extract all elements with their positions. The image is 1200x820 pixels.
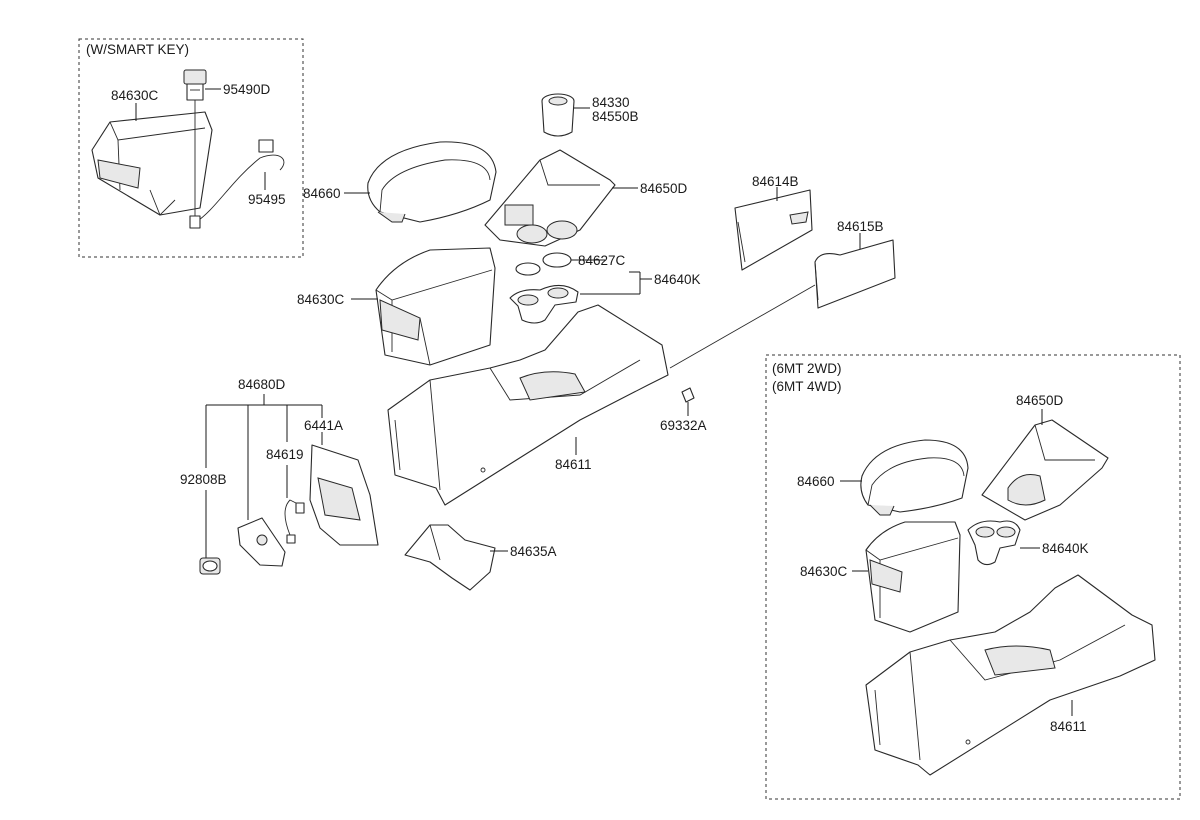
six-mt-cup-holder-part xyxy=(967,520,1021,566)
label-84330: 84330 xyxy=(592,95,630,110)
clip-69332A-part xyxy=(681,387,695,403)
label-84640K: 84640K xyxy=(654,272,701,287)
floor-console-part xyxy=(387,304,669,506)
harness-84619-part xyxy=(284,499,305,544)
cup-ring-part xyxy=(515,252,572,276)
bracket-84635A-part xyxy=(404,524,496,591)
label-mt-84660: 84660 xyxy=(797,474,835,489)
label-92808B: 92808B xyxy=(180,472,227,487)
front-trim-part xyxy=(309,444,379,546)
label-84635A: 84635A xyxy=(510,544,557,559)
label-84630C: 84630C xyxy=(297,292,345,307)
side-panel-84615B-part xyxy=(814,239,896,309)
power-socket-part xyxy=(199,557,221,575)
label-84550B: 84550B xyxy=(592,109,639,124)
six-mt-group-border xyxy=(765,354,1181,800)
smart-key-group: (W/SMART KEY) 95490D 84630C 95495 xyxy=(78,38,304,258)
smart-key-console-box-part xyxy=(91,111,213,216)
six-mt-armrest-part xyxy=(860,439,969,516)
label-95495: 95495 xyxy=(248,192,286,207)
label-mt-84650D: 84650D xyxy=(1016,393,1064,408)
label-84619: 84619 xyxy=(266,447,304,462)
label-mt-84630C: 84630C xyxy=(800,564,848,579)
six-mt-4wd-title: (6MT 4WD) xyxy=(772,379,842,394)
label-84611: 84611 xyxy=(555,457,592,472)
side-panel-84614B-part xyxy=(734,189,813,271)
ashtray-cup-part xyxy=(541,93,575,137)
label-84680D: 84680D xyxy=(238,377,286,392)
assembly-reference-line xyxy=(669,284,816,369)
label-84615B: 84615B xyxy=(837,219,884,234)
label-sk-84630C: 84630C xyxy=(111,88,159,103)
six-mt-upper-cover-part xyxy=(981,419,1109,521)
smart-key-switch-part xyxy=(183,69,207,101)
label-84650D: 84650D xyxy=(640,181,688,196)
six-mt-floor-console-part xyxy=(865,574,1156,776)
label-84660: 84660 xyxy=(303,186,341,201)
six-mt-group: (6MT 2WD) (6MT 4WD) 84650D 84660 84640K xyxy=(765,354,1181,800)
smart-key-group-title: (W/SMART KEY) xyxy=(86,42,189,57)
label-95490D: 95490D xyxy=(223,82,271,97)
label-84627C: 84627C xyxy=(578,253,626,268)
label-mt-84640K: 84640K xyxy=(1042,541,1089,556)
label-69332A: 69332A xyxy=(660,418,707,433)
smart-key-group-border xyxy=(78,38,304,258)
cover-plate-part xyxy=(237,517,286,567)
six-mt-console-box-part xyxy=(865,521,961,633)
upper-console-cover-part xyxy=(484,149,616,247)
cup-holder-part xyxy=(509,284,579,324)
smart-key-wiring-part xyxy=(189,100,285,229)
label-mt-84611: 84611 xyxy=(1050,719,1087,734)
six-mt-2wd-title: (6MT 2WD) xyxy=(772,361,842,376)
console-box-part xyxy=(375,247,496,366)
label-6441A: 6441A xyxy=(304,418,343,433)
armrest-lid-part xyxy=(367,141,497,223)
label-84614B: 84614B xyxy=(752,174,799,189)
